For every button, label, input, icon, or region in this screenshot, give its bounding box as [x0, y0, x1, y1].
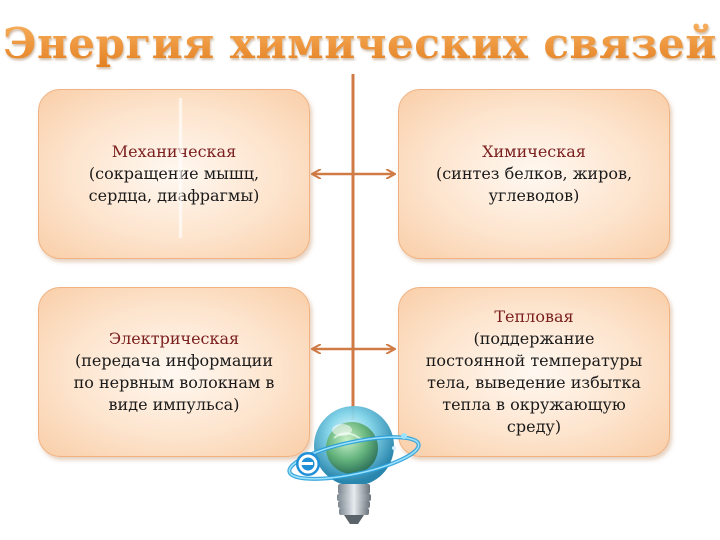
chemical-energy-box: Химическая (синтез белков, жиров, углево… [398, 89, 670, 259]
box-shine-highlight [178, 98, 183, 238]
chemical-heading: Химическая [482, 142, 586, 161]
thermal-energy-box: Тепловая (поддержание постоянной темпера… [398, 287, 670, 457]
chemical-description: (синтез белков, жиров, углеводов) [435, 164, 633, 205]
mechanical-energy-box: Механическая (сокращение мышц, сердца, д… [38, 89, 310, 259]
electrical-description: (передача информации по нервным волокнам… [73, 351, 275, 414]
thermal-description: (поддержание постоянной температуры тела… [425, 329, 643, 436]
electrical-energy-box: Электрическая (передача информации по не… [38, 287, 310, 457]
diagram-title: Энергия химических связей [0, 14, 720, 74]
mechanical-heading: Механическая [111, 142, 237, 161]
thermal-heading: Тепловая [494, 307, 574, 326]
electrical-heading: Электрическая [108, 329, 240, 348]
mechanical-description: (сокращение мышц, сердца, диафрагмы) [88, 164, 260, 205]
light-bulb-globe-icon [287, 406, 421, 524]
